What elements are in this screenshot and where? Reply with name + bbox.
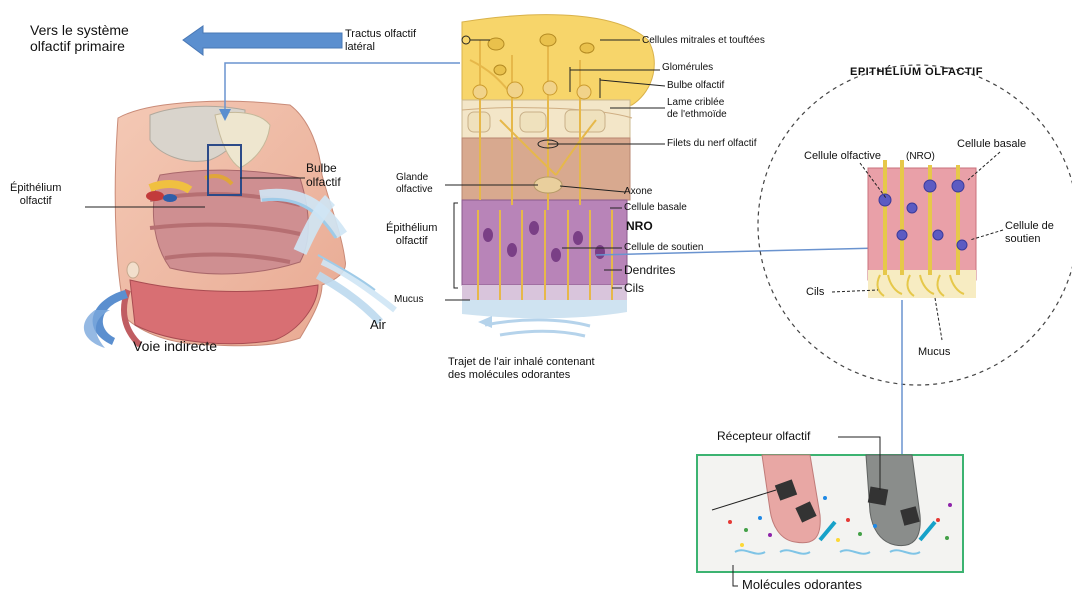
left-bulb-line1: Bulbe xyxy=(306,162,341,176)
olfactive-cell-label: Cellule olfactive xyxy=(804,150,881,163)
mid-bulb-label: Bulbe olfactif xyxy=(667,80,724,92)
filets-label: Filets du nerf olfactif xyxy=(667,138,756,150)
molecules-label: Molécules odorantes xyxy=(742,578,862,593)
mid-epithelium-line1: Épithélium xyxy=(386,222,437,235)
right-nro-label: (NRO) xyxy=(906,151,935,163)
tract-line1: Tractus olfactif xyxy=(345,28,416,41)
mid-epithelium-label: Épithélium olfactif xyxy=(386,222,437,247)
lamina-line2: de l'ethmoïde xyxy=(667,109,727,121)
epithelium-inset xyxy=(868,160,976,298)
mid-basal-label: Cellule basale xyxy=(624,202,687,214)
left-bulb-line2: olfactif xyxy=(306,176,341,190)
mitral-label: Cellules mitrales et touftées xyxy=(642,35,765,47)
glomeruli-label: Glomérules xyxy=(662,62,713,74)
gland-label: Glande olfactive xyxy=(396,172,433,195)
right-basal-label: Cellule basale xyxy=(957,138,1026,151)
receptor-label: Récepteur olfactif xyxy=(717,430,810,444)
air-path-caption: Trajet de l'air inhalé contenant des mol… xyxy=(448,356,595,381)
right-mucus-label: Mucus xyxy=(918,346,950,359)
dendrites-label: Dendrites xyxy=(624,264,675,278)
primary-system-label: Vers le système olfactif primaire xyxy=(30,22,129,54)
left-bulb-label: Bulbe olfactif xyxy=(306,162,341,190)
gland-line1: Glande xyxy=(396,172,433,184)
right-support-line1: Cellule de xyxy=(1005,220,1054,233)
primary-line1: Vers le système xyxy=(30,22,129,38)
lamina-line1: Lame criblée xyxy=(667,97,727,109)
mid-cils-label: Cils xyxy=(624,282,644,296)
axon-label: Axone xyxy=(624,186,652,198)
mid-mucus-label: Mucus xyxy=(394,294,423,306)
right-support-line2: soutien xyxy=(1005,233,1054,246)
right-title: EPITHÉLIUM OLFACTIF xyxy=(850,66,983,79)
air-path-line1: Trajet de l'air inhalé contenant xyxy=(448,356,595,369)
mid-epithelium-line2: olfactif xyxy=(386,235,437,248)
right-support-label: Cellule de soutien xyxy=(1005,220,1054,245)
gland-line2: olfactive xyxy=(396,184,433,196)
right-cils-label: Cils xyxy=(806,286,824,299)
primary-line2: olfactif primaire xyxy=(30,38,129,54)
left-epithelium-line1: Épithélium xyxy=(10,182,61,195)
tract-line2: latéral xyxy=(345,41,416,54)
nasal-cavity-illustration xyxy=(115,101,345,345)
mid-nro-label: NRO xyxy=(626,220,653,234)
tract-label: Tractus olfactif latéral xyxy=(345,28,416,53)
left-epithelium-line2: olfactif xyxy=(10,195,61,208)
primary-arrow xyxy=(183,26,342,55)
indirect-route-label: Voie indirecte xyxy=(133,338,217,354)
left-epithelium-label: Épithélium olfactif xyxy=(10,182,61,207)
lamina-label: Lame criblée de l'ethmoïde xyxy=(667,97,727,120)
indirect-route-arrow xyxy=(84,290,128,348)
mid-support-label: Cellule de soutien xyxy=(624,242,704,254)
air-label: Air xyxy=(370,318,386,333)
air-flow-arrows xyxy=(318,255,395,322)
receptor-box xyxy=(697,455,963,572)
air-path-line2: des molécules odorantes xyxy=(448,369,595,382)
